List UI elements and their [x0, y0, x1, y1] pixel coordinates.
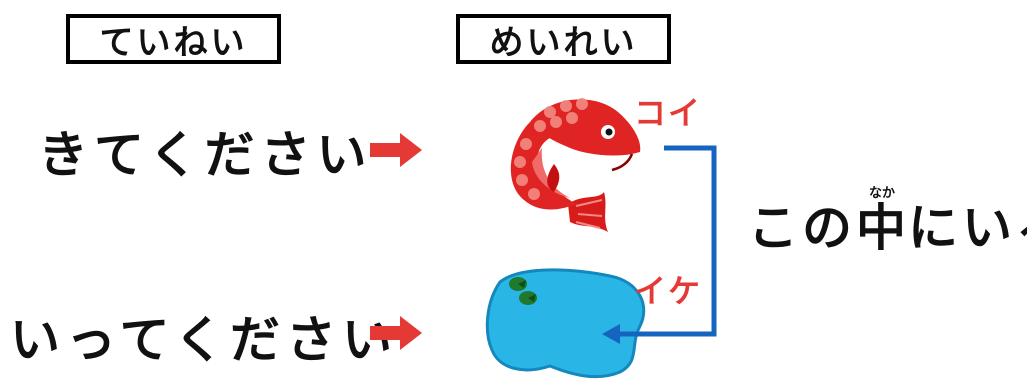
row-go-text: いってください [10, 311, 398, 369]
right-arrow-icon [370, 316, 422, 350]
row-come-text: きてください [38, 126, 373, 184]
right-arrow-icon [370, 133, 422, 167]
header-command-box: めいれい [456, 14, 671, 64]
carp-label: コイ [634, 94, 703, 132]
phrase-kanji-group: なか 中 [856, 186, 908, 260]
carp-fish-icon [510, 98, 641, 232]
phrase-kanji-reading: なか [868, 186, 895, 201]
phrase-before: この [748, 199, 856, 257]
bracket-arrow-icon [602, 145, 717, 344]
phrase-kanji: 中 [856, 199, 908, 257]
header-polite-label: ていねい [99, 22, 248, 63]
pond-label: イケ [634, 272, 703, 310]
phrase-after: にいる [908, 199, 1027, 257]
phrase-text: この なか 中 にいる [748, 186, 1027, 260]
header-command-label: めいれい [489, 22, 638, 63]
header-polite-box: ていねい [66, 14, 281, 64]
pond-icon [485, 268, 646, 379]
